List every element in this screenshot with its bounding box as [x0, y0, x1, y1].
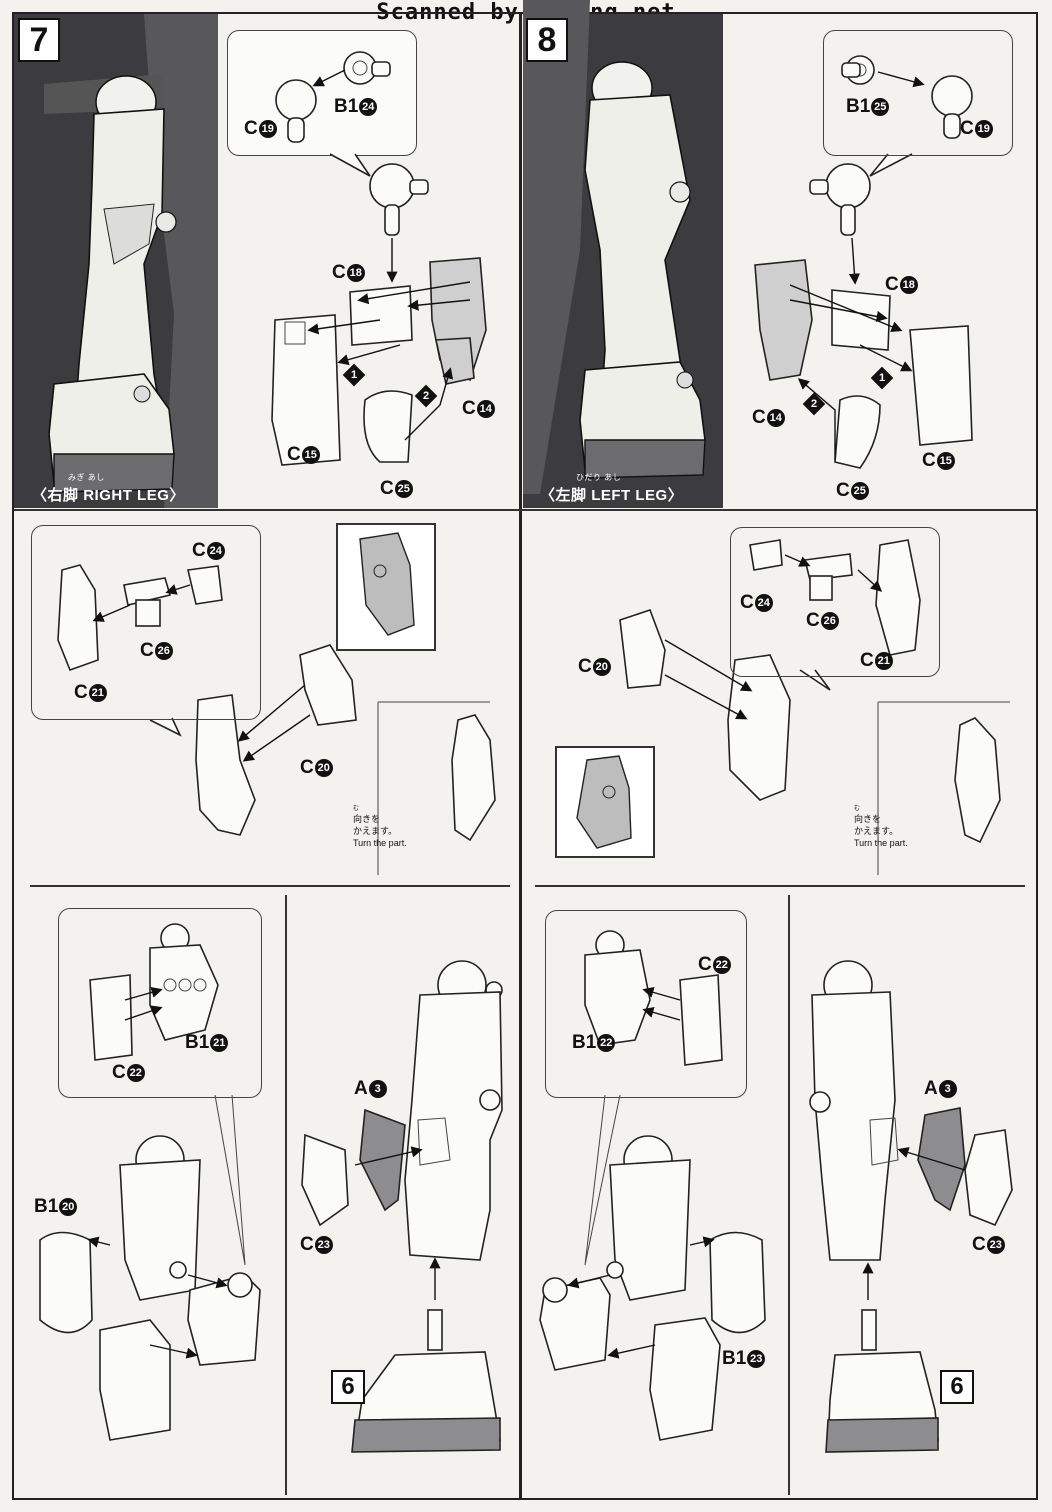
step8-hip-callout: [545, 910, 747, 1098]
right-leg-render: [14, 14, 218, 508]
step7-caption-jp: 右脚: [47, 487, 79, 504]
sequence-marker-2-left: 2: [802, 392, 826, 416]
step-number-7: 7: [18, 18, 60, 62]
step7-caption-en: RIGHT LEG: [83, 487, 170, 504]
detail-box-right: [336, 523, 436, 651]
sequence-marker-2-right: 2: [414, 384, 438, 408]
turn-note-right: む 向きを かえます。 Turn the part.: [353, 806, 407, 848]
step-number-8: 8: [526, 18, 568, 62]
step7-hip-callout: [58, 908, 262, 1098]
step8-caption-ruby: ひだり あし: [576, 473, 622, 482]
sequence-marker-1-right: 1: [342, 363, 366, 387]
step7-caption-ruby: みぎ あし: [68, 473, 105, 482]
center-divider: [519, 12, 522, 1500]
detail-box-right-drawing: [359, 532, 415, 636]
step8-knee-callout: [730, 527, 940, 677]
step8-caption: ひだり あし〈左脚 LEFT LEG〉: [540, 473, 684, 504]
step7-knee-callout: [31, 525, 261, 720]
row-divider-2-right: [535, 885, 1025, 887]
step7-shoulder-callout: [227, 30, 417, 156]
row-divider-1: [14, 509, 1038, 511]
detail-box-left-drawing: [576, 755, 632, 849]
step8-shoulder-callout: [823, 30, 1013, 156]
reference-step-6-right: 6: [331, 1370, 365, 1404]
reference-step-6-left: 6: [940, 1370, 974, 1404]
detail-box-left: [555, 746, 655, 858]
step8-caption-jp: 左脚: [555, 487, 587, 504]
sub-divider-left: [285, 895, 287, 1495]
row-divider-2-left: [30, 885, 510, 887]
sequence-marker-1-left: 1: [870, 366, 894, 390]
step7-photo-panel: [14, 14, 218, 508]
step8-caption-en: LEFT LEG: [591, 487, 668, 504]
sub-divider-right: [788, 895, 790, 1495]
step7-caption: みぎ あし〈右脚 RIGHT LEG〉: [32, 473, 185, 504]
turn-note-left: む 向きを かえます。 Turn the part.: [854, 806, 908, 848]
